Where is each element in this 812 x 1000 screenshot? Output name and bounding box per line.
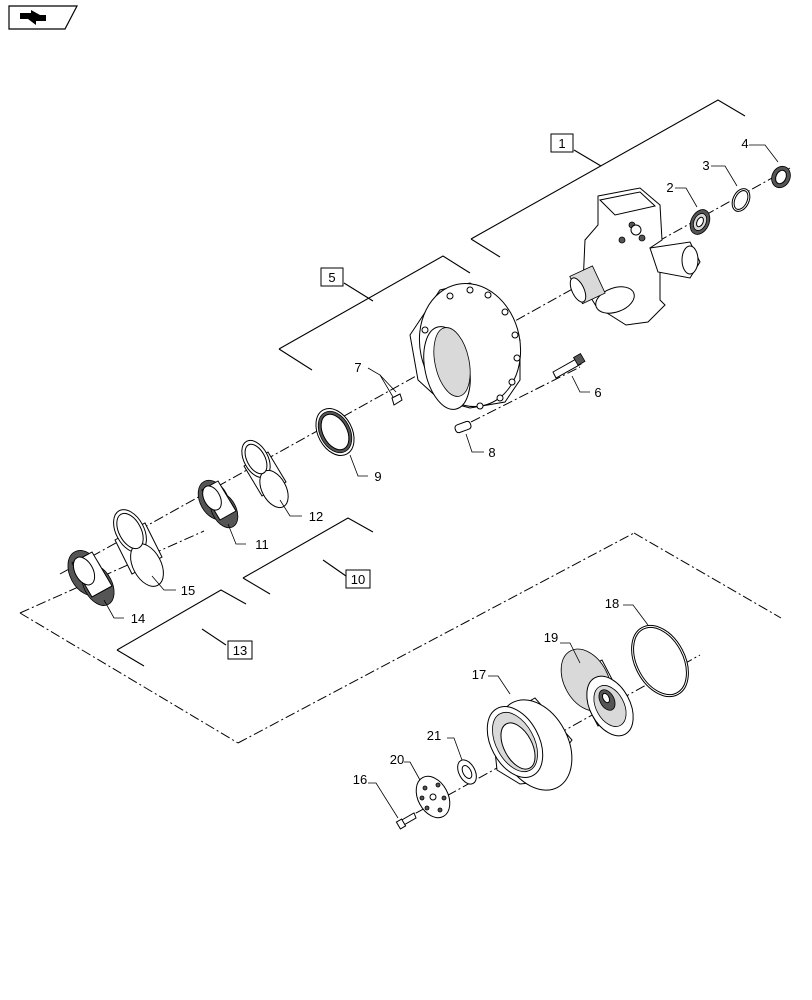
- group-5-bracket: [278, 255, 471, 371]
- thrust-washer-21: [457, 759, 477, 785]
- callout-19: 19: [544, 630, 558, 645]
- leader-3: [711, 165, 738, 187]
- stud-bolt-6: [552, 352, 586, 379]
- leader-4: [749, 144, 779, 163]
- cover-plate-20: [415, 775, 451, 819]
- callout-box-5: [320, 267, 344, 287]
- bearing-cone-14: [67, 550, 115, 606]
- seal-ring-9: [315, 408, 355, 456]
- callout-17: 17: [472, 667, 486, 682]
- bearing-2: [689, 209, 711, 235]
- wheel-hub: [409, 282, 522, 410]
- group-boundary-upper-left: [19, 530, 205, 614]
- leader-18: [623, 604, 649, 626]
- leader-17: [488, 675, 511, 695]
- group-boundary-diagonal: [237, 532, 635, 744]
- callout-box-13: [227, 640, 253, 660]
- group-boundary-lower-left: [19, 612, 239, 744]
- callout-15: 15: [181, 583, 195, 598]
- group-13-bracket: [116, 589, 247, 667]
- leader-2: [675, 187, 698, 208]
- callout-2: 2: [666, 180, 673, 195]
- leader-9: [349, 454, 368, 477]
- dowel-8: [454, 420, 472, 434]
- leader-12: [279, 499, 302, 517]
- callout-18: 18: [605, 596, 619, 611]
- steering-knuckle: [569, 187, 701, 326]
- bearing-cup-12: [241, 439, 289, 509]
- leader-19: [560, 642, 581, 664]
- group-boundary-right: [633, 532, 782, 619]
- next-page-arrow-icon: [20, 10, 46, 25]
- snap-ring-3: [731, 188, 751, 212]
- leader-14: [103, 599, 124, 619]
- callout-13: 13: [233, 643, 247, 658]
- leader-11: [227, 523, 246, 545]
- bolt-16: [395, 812, 417, 830]
- ring-gear-17: [486, 697, 573, 791]
- callout-16: 16: [353, 772, 367, 787]
- callout-box-10: [345, 569, 371, 589]
- leader-6: [571, 375, 590, 393]
- leader-15: [151, 575, 176, 591]
- callout-5: 5: [328, 270, 335, 285]
- callout-14: 14: [131, 611, 145, 626]
- leader-20: [404, 761, 421, 781]
- callout-11: 11: [255, 537, 269, 552]
- leader-8: [465, 433, 484, 453]
- bearing-cone-11: [197, 479, 239, 529]
- o-ring-18: [631, 624, 689, 698]
- next-page-button[interactable]: [8, 5, 78, 30]
- callout-10: 10: [351, 572, 365, 587]
- group-10-bracket: [242, 517, 374, 595]
- pin-7: [391, 393, 403, 406]
- seal-4: [771, 165, 791, 189]
- callout-4: 4: [741, 136, 748, 151]
- callout-3: 3: [702, 158, 709, 173]
- carrier-19: [560, 648, 634, 737]
- callout-21: 21: [427, 728, 441, 743]
- bolt-axis-line: [454, 366, 581, 431]
- leader-21: [447, 737, 463, 761]
- leader-16: [368, 782, 399, 819]
- callout-6: 6: [594, 385, 601, 400]
- bearing-cup-15: [113, 509, 164, 587]
- callout-1: 1: [558, 136, 565, 151]
- leader-7: [367, 367, 394, 398]
- leader-7b: [379, 374, 397, 393]
- group-1-bracket: [470, 99, 746, 258]
- callout-box-1: [550, 133, 574, 153]
- callout-20: 20: [390, 752, 404, 767]
- callout-8: 8: [488, 445, 495, 460]
- callout-12: 12: [309, 509, 323, 524]
- callout-9: 9: [374, 469, 381, 484]
- callout-7: 7: [354, 360, 361, 375]
